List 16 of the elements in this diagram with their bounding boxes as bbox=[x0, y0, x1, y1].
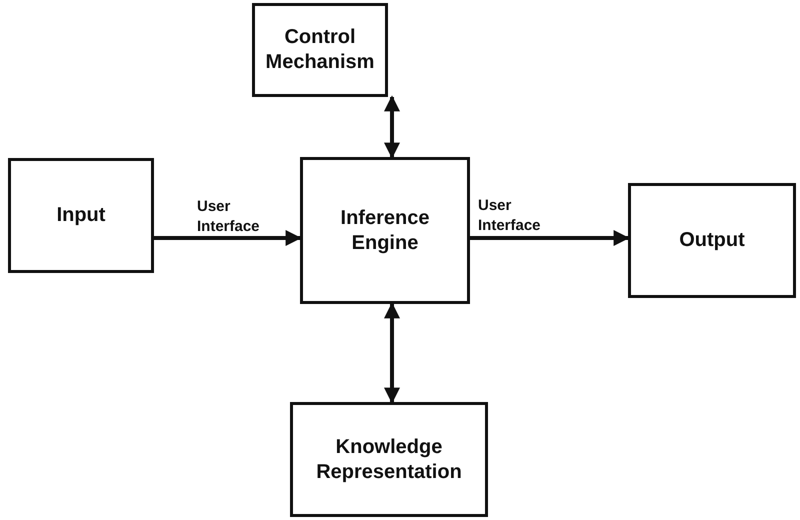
box-label: Control Mechanism bbox=[264, 25, 376, 75]
box-label: Knowledge Representation bbox=[315, 434, 463, 484]
edge-label: User Interface bbox=[197, 197, 261, 236]
process-box bbox=[252, 3, 388, 97]
box-label: Output bbox=[678, 228, 746, 253]
box-label: Inference Engine bbox=[340, 206, 430, 256]
arrow bbox=[154, 230, 302, 246]
arrow bbox=[384, 302, 400, 404]
process-box bbox=[290, 402, 488, 517]
process-box bbox=[300, 157, 470, 304]
arrow bbox=[470, 230, 630, 246]
process-box bbox=[8, 158, 154, 273]
box-label: Input bbox=[56, 203, 106, 228]
arrow bbox=[384, 95, 400, 159]
edge-label: User Interface bbox=[478, 196, 542, 235]
process-box bbox=[628, 183, 796, 298]
